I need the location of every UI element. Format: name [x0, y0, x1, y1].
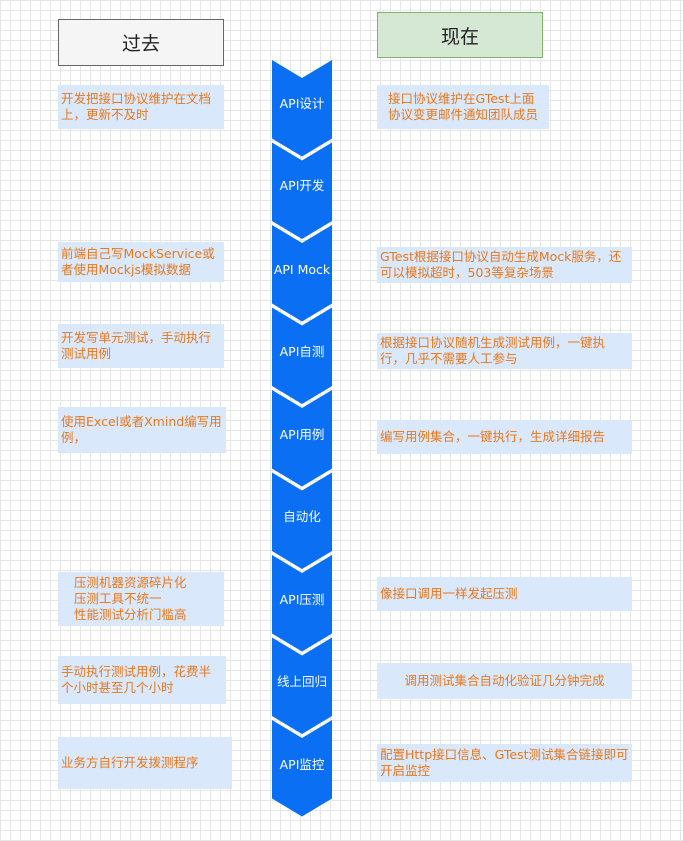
- stage-label-api-design: API设计: [279, 96, 325, 111]
- stage-label-online-regression: 线上回归: [276, 674, 327, 689]
- past-note-api-testcase: 使用Excel或者Xmind编写用例，: [58, 407, 226, 453]
- stage-label-automation: 自动化: [283, 509, 321, 524]
- past-note-api-selftest: 开发写单元测试，手动执行测试用例: [58, 324, 224, 368]
- stage-label-api-mock: API Mock: [273, 262, 331, 277]
- stage-chevron-online-regression: [272, 637, 332, 734]
- stage-label-api-loadtest: API压测: [279, 592, 325, 607]
- now-note-api-selftest: 根据接口协议随机生成测试用例，一键执行，几乎不需要人工参与: [377, 333, 632, 369]
- now-note-api-mock: GTest根据接口协议自动生成Mock服务，还可以模拟超时，503等复杂场景: [377, 247, 632, 283]
- past-header: 过去: [58, 19, 224, 66]
- past-note-api-loadtest: 压测机器资源碎片化 压测工具不统一 性能测试分析门槛高: [58, 572, 224, 626]
- past-note-api-mock: 前端自己写MockService或者使用Mockjs模拟数据: [58, 242, 224, 282]
- stage-label-api-monitor: API监控: [279, 757, 325, 772]
- stage-chevron-api-design: [272, 60, 332, 157]
- now-note-online-regression: 调用测试集合自动化验证几分钟完成: [377, 663, 632, 699]
- stage-chevron-api-testcase: [272, 390, 332, 487]
- stage-chevron-automation: [272, 472, 332, 569]
- past-note-api-design: 开发把接口协议维护在文档上，更新不及时: [58, 85, 224, 129]
- stage-chevron-api-mock: [272, 225, 332, 322]
- now-note-api-monitor: 配置Http接口信息、GTest测试集合链接即可开启监控: [377, 744, 632, 782]
- now-note-api-loadtest: 像接口调用一样发起压测: [377, 577, 632, 611]
- now-note-api-testcase: 编写用例集合，一键执行，生成详细报告: [377, 420, 632, 454]
- stage-chevron-api-monitor: [272, 720, 332, 817]
- stage-chevron-api-loadtest: [272, 555, 332, 652]
- stage-label-api-selftest: API自测: [279, 344, 325, 359]
- now-header: 现在: [377, 12, 543, 58]
- past-note-api-monitor: 业务方自行开发拨测程序: [58, 737, 232, 789]
- stage-label-api-testcase: API用例: [279, 427, 325, 442]
- past-note-online-regression: 手动执行测试用例，花费半个小时甚至几个小时: [58, 656, 226, 704]
- stage-chevron-api-selftest: [272, 307, 332, 404]
- now-note-api-design: 接口协议维护在GTest上面 协议变更邮件通知团队成员: [377, 85, 549, 129]
- stage-label-api-develop: API开发: [279, 178, 325, 193]
- stage-chevron-api-develop: [272, 142, 332, 239]
